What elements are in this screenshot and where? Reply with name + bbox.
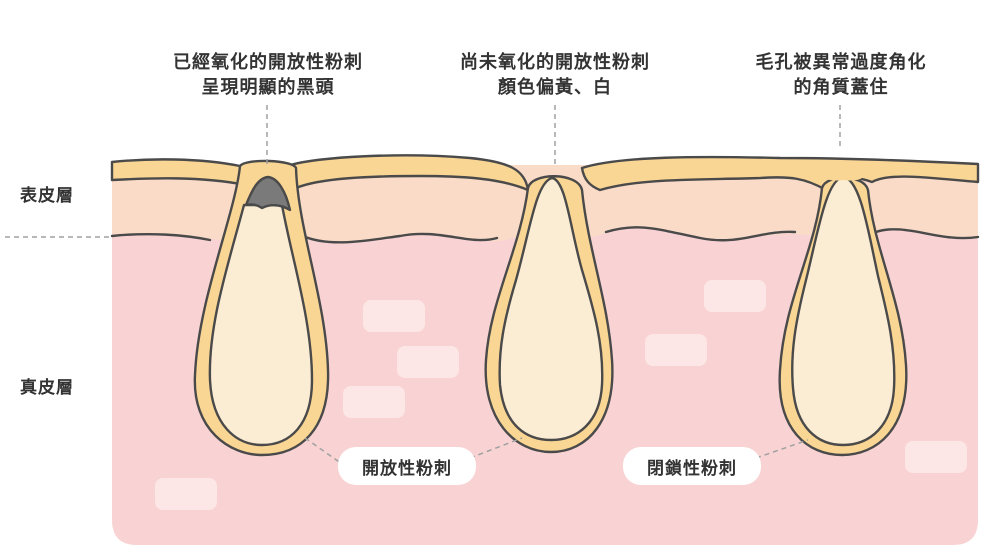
callout-keratin-line1: 毛孔被異常過度角化 bbox=[755, 52, 927, 73]
follicle-blackhead bbox=[193, 159, 330, 457]
callout-whitehead-line1: 尚未氧化的開放性粉刺 bbox=[460, 52, 650, 73]
stratum-corneum-right bbox=[580, 155, 980, 192]
dermis-patch bbox=[155, 478, 217, 510]
label-epidermis: 表皮層 bbox=[20, 186, 74, 206]
callout-keratin-line2: 的角質蓋住 bbox=[793, 77, 889, 98]
leader-line-open-comedone-2 bbox=[469, 437, 523, 459]
dermis-patch bbox=[397, 346, 459, 378]
epidermis-dermis-boundary bbox=[110, 226, 980, 244]
label-open-comedone: 開放性粉刺 bbox=[338, 447, 476, 485]
callout-blackhead: 已經氧化的開放性粉刺 呈現明顯的黑頭 bbox=[150, 50, 386, 100]
leader-line-closed-comedone bbox=[755, 439, 809, 459]
sebum-plug bbox=[498, 176, 604, 442]
follicle-whitehead bbox=[484, 175, 614, 454]
blackhead-oxidized-tip bbox=[244, 175, 292, 212]
label-closed-comedone: 閉鎖性粉刺 bbox=[623, 447, 761, 485]
callout-whitehead: 尚未氧化的開放性粉刺 顏色偏黃、白 bbox=[437, 50, 673, 100]
callout-keratin: 毛孔被異常過度角化 的角質蓋住 bbox=[729, 50, 953, 100]
label-dermis: 真皮層 bbox=[20, 378, 74, 398]
dermis-patch bbox=[363, 300, 425, 332]
callout-blackhead-line1: 已經氧化的開放性粉刺 bbox=[173, 52, 363, 73]
sebum-plug bbox=[791, 175, 896, 447]
dermis-patch bbox=[645, 334, 707, 366]
dermis-patch bbox=[905, 441, 967, 473]
follicle-closed bbox=[778, 160, 908, 457]
dermis-patch bbox=[704, 280, 766, 312]
dermis-patch bbox=[343, 386, 405, 418]
callout-blackhead-line2: 呈現明顯的黑頭 bbox=[201, 77, 335, 98]
sebum-plug bbox=[208, 203, 314, 447]
keratin-cap bbox=[823, 160, 864, 181]
callout-whitehead-line2: 顏色偏黃、白 bbox=[498, 77, 612, 98]
